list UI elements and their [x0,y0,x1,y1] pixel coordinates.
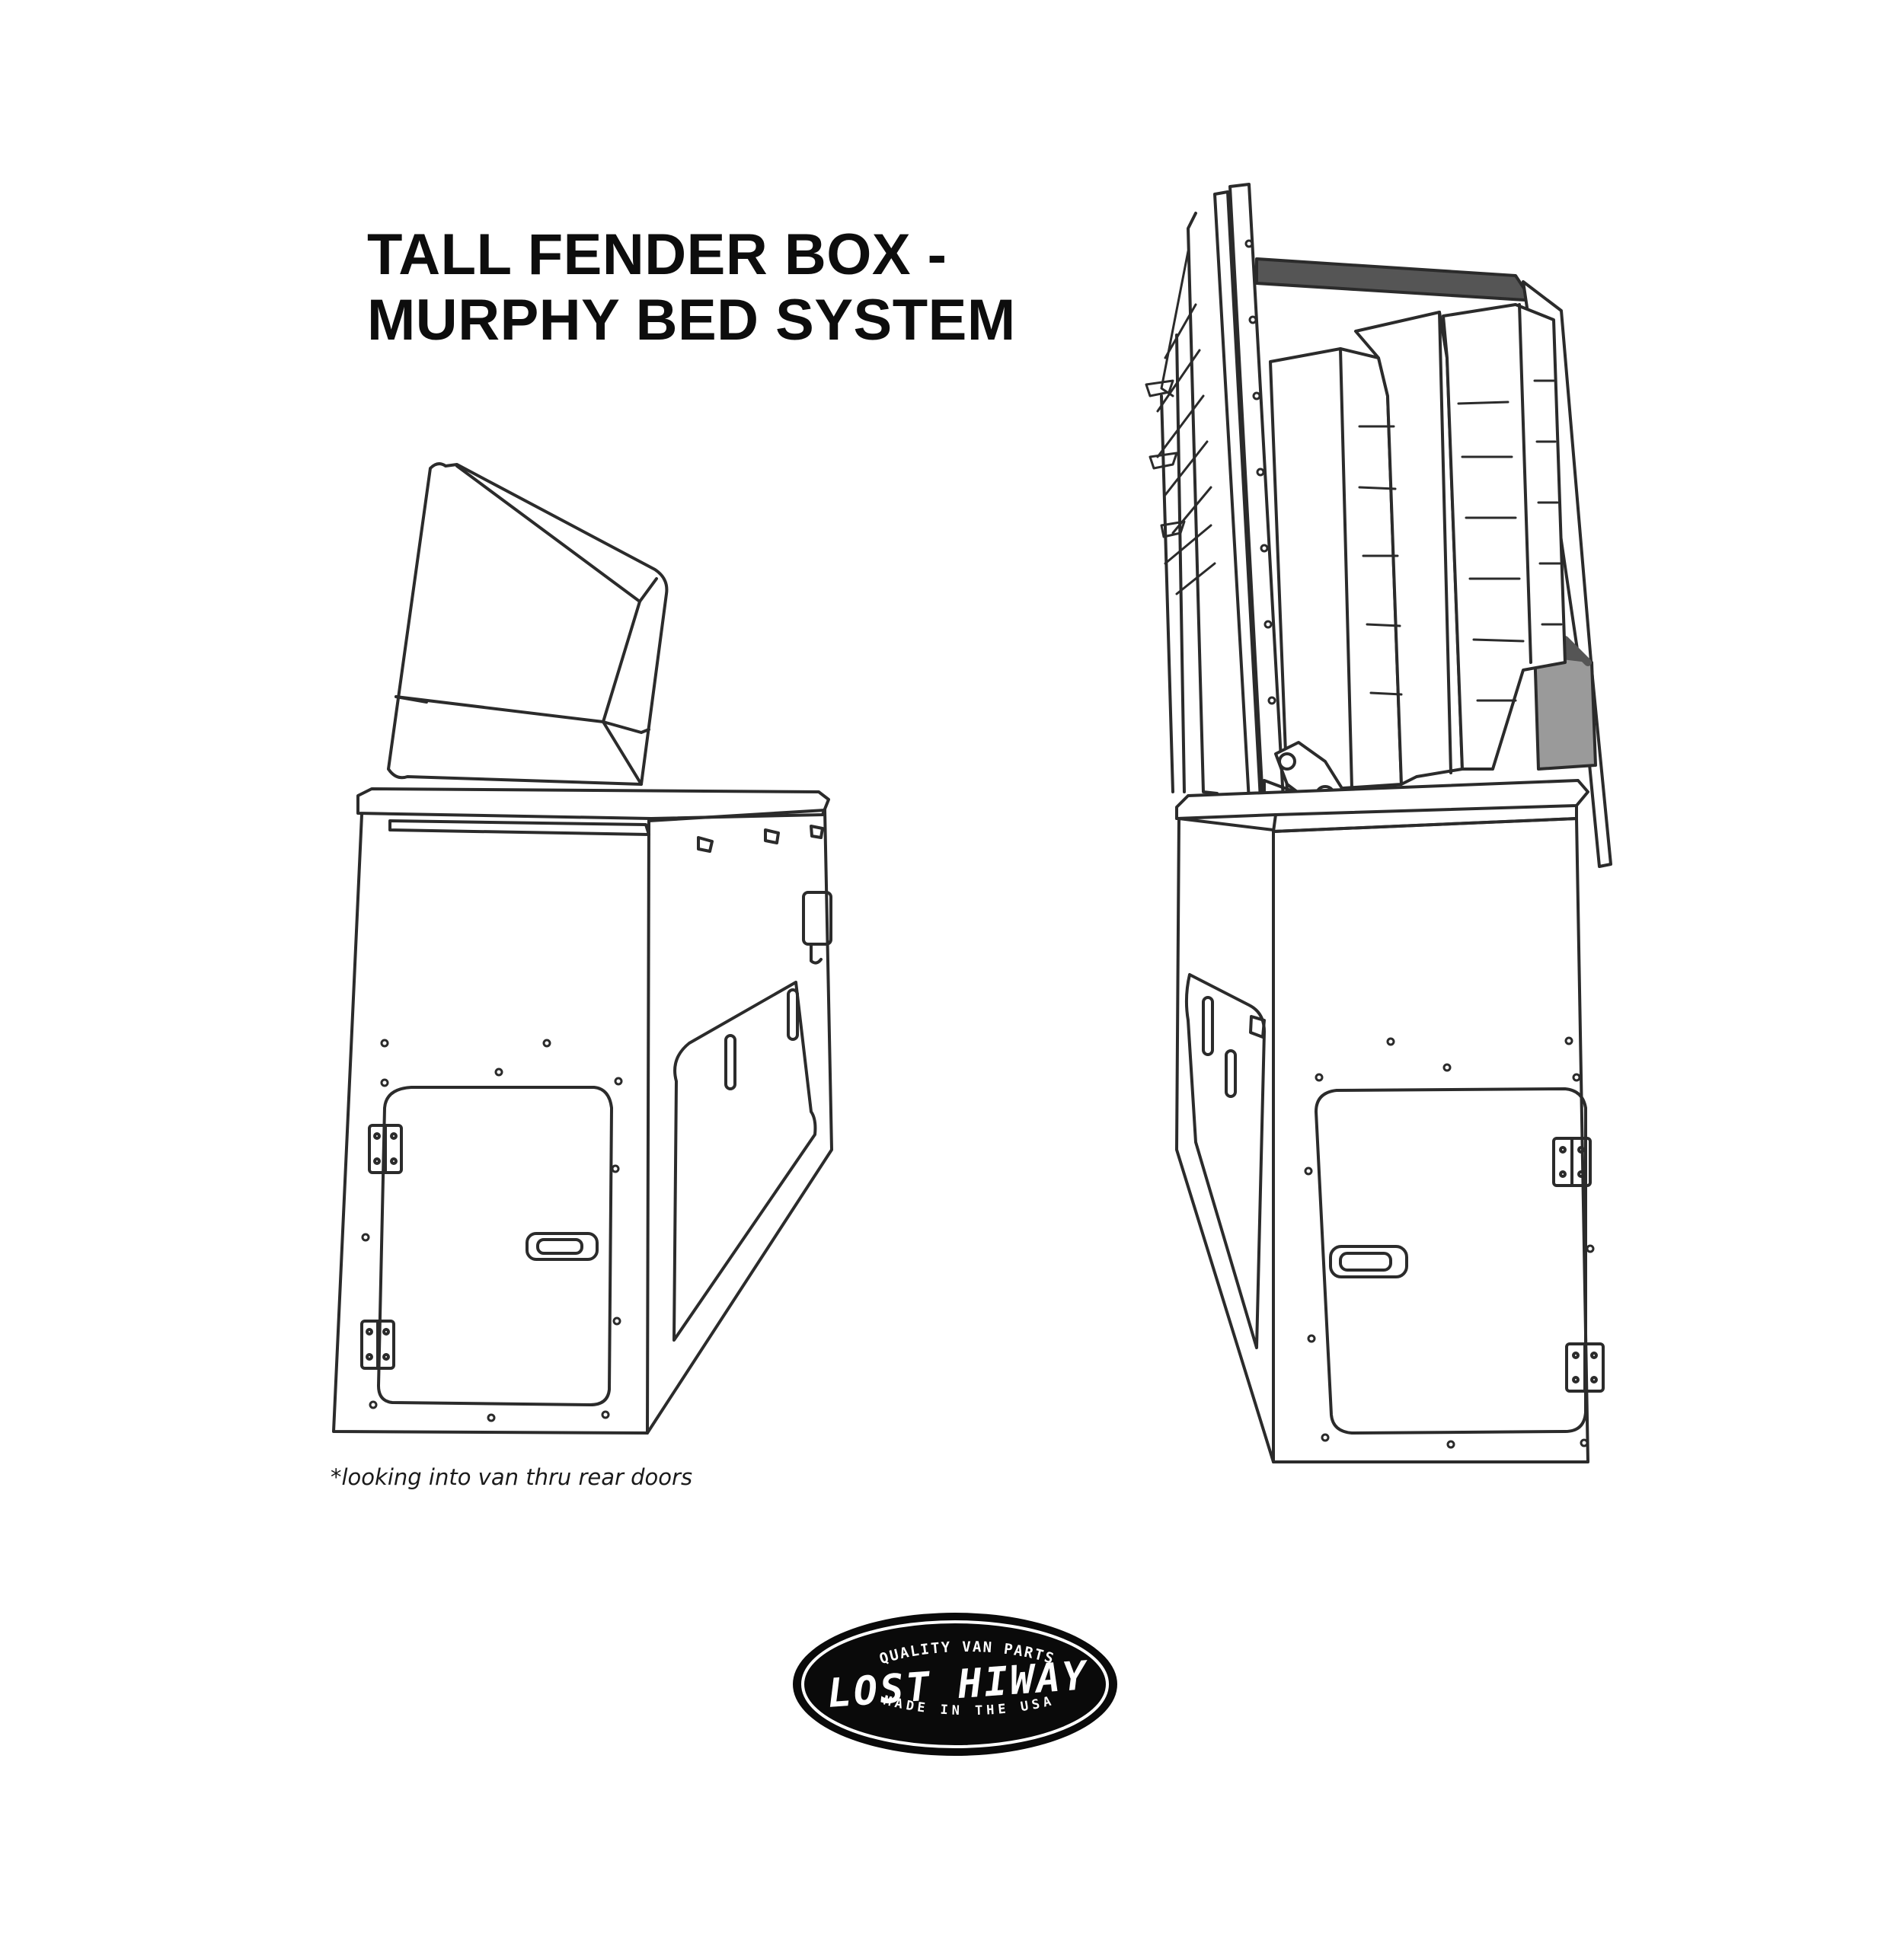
right-rivets [1304,1036,1595,1449]
right-door-handle [1329,1245,1408,1278]
rivets [361,1039,623,1422]
bed-frame-slats [1145,183,1285,803]
caption-note: *looking into van thru rear doors [331,1464,693,1490]
folded-mattress [1269,303,1567,793]
fender-box-open-illustration [1145,183,1612,1463]
seat-cushion [387,462,669,786]
title-line-1: TALL FENDER BOX - [367,222,947,287]
fender-box-body [332,787,833,1435]
door-hinge-bottom [360,1320,395,1370]
right-door-hinge-bottom [1565,1342,1605,1393]
lost-hiway-logo: QUALITY VAN PARTS LOST HIWAY MADE IN THE… [793,1613,1117,1756]
back-wall-shade [1255,257,1538,306]
right-door-hinge-top [1552,1137,1592,1187]
fender-box-body-open [1175,779,1605,1463]
door-hinge-top [368,1124,403,1174]
front-door-panel [377,1086,613,1406]
diagram-title: TALL FENDER BOX - MURPHY BED SYSTEM [367,222,1016,353]
title-line-2: MURPHY BED SYSTEM [367,288,1016,353]
fender-box-closed-illustration [332,462,833,1435]
door-handle [526,1232,599,1261]
right-front-door-panel [1315,1087,1587,1435]
